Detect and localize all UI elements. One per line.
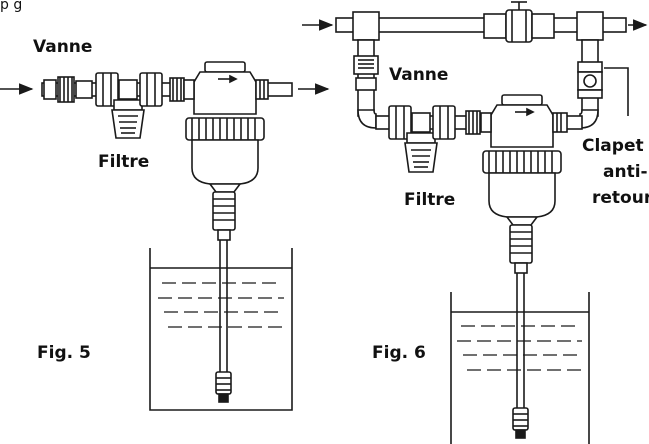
fig6-left-tee [352,11,380,41]
fig6-union-1 [388,105,412,140]
fig5-valve-label: Vanne [33,37,92,57]
fig5-filter [111,79,145,139]
fig6-valve-label: Vanne [389,65,448,85]
fig5-fitting [169,77,185,102]
fig6-filter [404,112,438,173]
fig5-doser [183,61,269,241]
fig5-diagram [0,61,330,411]
fig6-foot-strainer [512,407,529,439]
fig5-union-1 [95,72,119,107]
fig5-water-dashes [158,282,284,328]
fig5-tank [149,248,293,411]
fig5-filter-label: Filtre [98,152,149,172]
fig6-union-2 [432,105,456,140]
fig6-check-valve-callout [604,67,629,116]
fig5-union-2 [139,72,163,107]
fig6-water-dashes [457,325,582,371]
fig6-check-valve-label-1: Clapet [582,136,644,156]
fig6-tank [450,292,590,444]
fig6-check-valve-label-3: retour [592,188,649,208]
fig6-right-elbow [579,109,599,129]
fig6-doser [480,94,568,274]
fig6-caption: Fig. 6 [372,343,426,363]
fig6-check-valve-label-2: anti- [603,162,648,182]
fig5-suction-tube [219,240,228,372]
fig6-diagram [302,1,648,444]
fig6-left-elbow [357,109,377,129]
fig5-caption: Fig. 5 [37,343,91,363]
top-text-fragment: p g [0,0,22,13]
fig6-fitting [465,110,481,135]
fig5-foot-strainer [215,371,232,403]
fig6-right-tee [576,11,604,41]
fig5-valve [43,76,93,103]
fig6-right-branch [577,39,603,117]
fig6-filter-label: Filtre [404,190,455,210]
fig6-main-valve [483,1,555,43]
fig6-left-branch [353,39,379,117]
